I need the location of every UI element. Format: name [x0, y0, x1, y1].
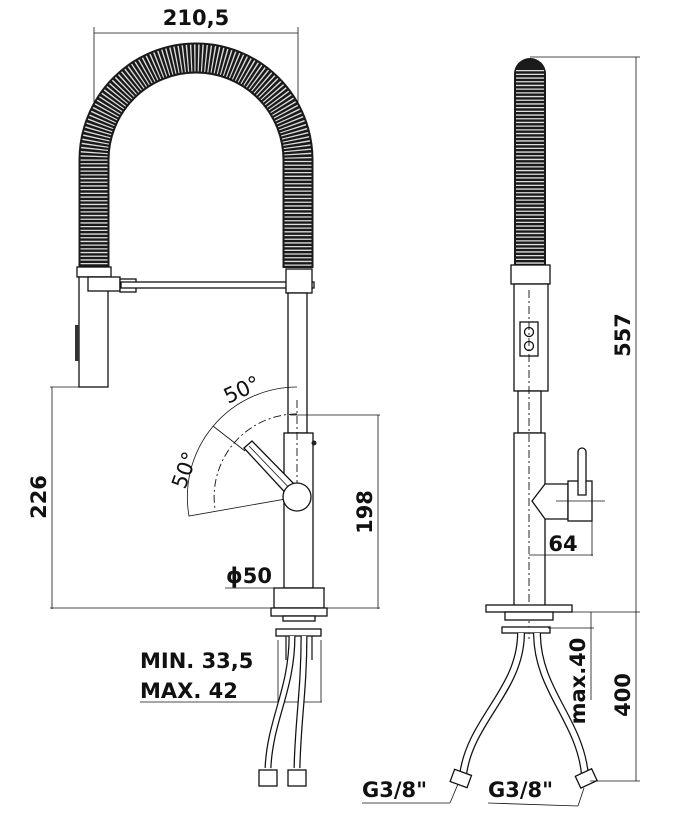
- supply-hoses-front: [258, 635, 308, 787]
- connection-labels: G3/8" G3/8": [362, 778, 585, 807]
- base-diameter-label: ϕ50: [226, 564, 272, 588]
- total-height-label: 557: [611, 313, 635, 357]
- lever-angle: 50° 50°: [167, 371, 312, 517]
- spray-head: [75, 266, 137, 388]
- lever-offset-dimension: 64: [529, 521, 593, 556]
- deck-max-label: MAX. 42: [140, 679, 238, 703]
- spray-height-label: 226: [27, 475, 51, 519]
- side-hose: [514, 58, 546, 265]
- width-dim-label: 210,5: [163, 6, 229, 30]
- magnet-bar: [120, 281, 315, 289]
- angle-side-label: 50°: [167, 449, 202, 492]
- faucet-body: [283, 268, 317, 589]
- deck-min-label: MIN. 33,5: [140, 649, 253, 673]
- angle-up-label: 50°: [220, 371, 264, 408]
- connection-right-label: G3/8": [488, 778, 553, 802]
- side-connector-right-icon: [574, 767, 598, 790]
- width-dimension: 210,5: [93, 6, 299, 120]
- side-view: 64 557 400 max.40 G3/: [362, 56, 640, 807]
- lever-height-dimension: 198: [290, 414, 380, 609]
- side-base: [485, 604, 573, 634]
- side-lever: [531, 447, 605, 522]
- connector-left-icon: [258, 769, 278, 787]
- front-view: 210,5 50: [27, 6, 380, 787]
- hose-length-label: 400: [611, 673, 635, 717]
- deck-max-side-label: max.40: [566, 638, 590, 725]
- total-height-dimension: 557 400: [530, 56, 640, 782]
- lever-height-label: 198: [353, 490, 377, 534]
- base: ϕ50 MIN. 33,5 MAX. 42: [140, 564, 328, 703]
- side-connector-left-icon: [449, 768, 473, 789]
- spring-hose: [78, 42, 314, 268]
- supply-hoses-side: [449, 632, 598, 790]
- lever-offset-label: 64: [548, 532, 577, 556]
- spray-height-dimension: 226: [27, 386, 380, 609]
- deck-max-dimension: max.40: [548, 612, 594, 724]
- connector-right-icon: [287, 769, 307, 787]
- connection-left-label: G3/8": [362, 778, 427, 802]
